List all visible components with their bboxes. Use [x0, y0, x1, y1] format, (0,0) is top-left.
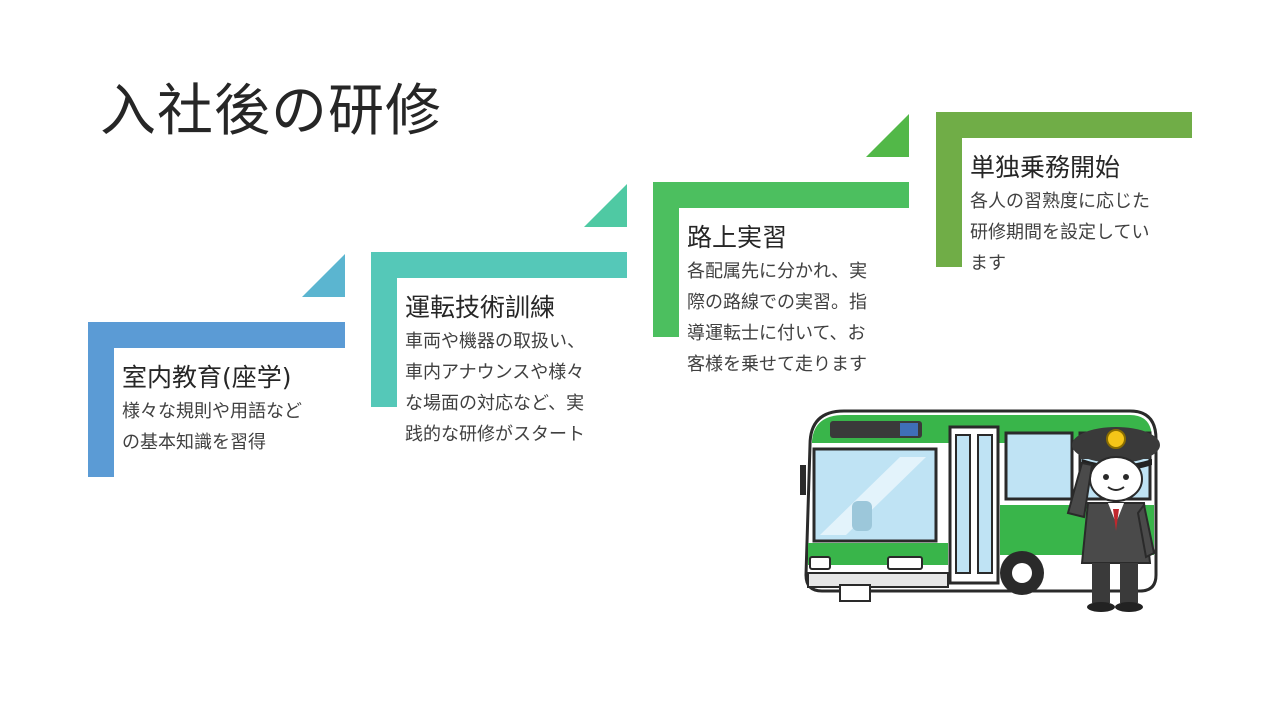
slide-title: 入社後の研修: [100, 79, 442, 144]
step-4-description: 各人の習熟度に応じた 研修期間を設定してい ます: [970, 186, 1150, 279]
step-2-desc-line: 践的な研修がスタート: [405, 424, 585, 445]
step-1-desc-line: の基本知識を習得: [122, 432, 266, 453]
step-1-top-bar: [88, 322, 345, 348]
step-3-left-bar: [653, 182, 679, 337]
step-1-desc-line: 様々な規則や用語など: [122, 401, 302, 422]
step-2-title: 運転技術訓練: [405, 293, 556, 322]
bus-illustration: [800, 405, 1170, 619]
step-2-desc-line: な場面の対応など、実: [405, 393, 585, 414]
step-1-accent-triangle: [302, 254, 345, 297]
bus-driver-icon: [1066, 427, 1160, 612]
step-1-left-bar: [88, 322, 114, 477]
step-4-title: 単独乗務開始: [970, 153, 1121, 182]
step-2-left-bar: [371, 252, 397, 407]
step-4-desc-line: ます: [970, 253, 1006, 274]
step-3-desc-line: 各配属先に分かれ、実: [687, 261, 868, 282]
step-3-desc-line: 導運転士に付いて、お: [687, 323, 866, 344]
step-3-accent-triangle: [866, 114, 909, 157]
step-2-desc-line: 車両や機器の取扱い、: [405, 331, 585, 352]
step-3-description: 各配属先に分かれ、実 際の路線での実習。指 導運転士に付いて、お 客様を乗せて走…: [687, 256, 867, 380]
step-4-top-bar: [936, 112, 1192, 138]
step-1-title: 室内教育(座学): [122, 363, 292, 392]
step-2-description: 車両や機器の取扱い、 車内アナウンスや様々 な場面の対応など、実 践的な研修がス…: [405, 326, 585, 450]
step-2-desc-line: 車内アナウンスや様々: [405, 362, 585, 383]
step-4-desc-line: 研修期間を設定してい: [970, 222, 1150, 243]
step-2-accent-triangle: [584, 184, 627, 227]
step-4-desc-line: 各人の習熟度に応じた: [970, 191, 1150, 212]
step-1-description: 様々な規則や用語など の基本知識を習得: [122, 396, 302, 458]
step-3-desc-line: 際の路線での実習。指: [687, 292, 867, 313]
step-2-top-bar: [371, 252, 627, 278]
step-3-title: 路上実習: [687, 223, 788, 252]
step-4-left-bar: [936, 112, 962, 267]
step-3-desc-line: 客様を乗せて走ります: [687, 354, 867, 375]
step-3-top-bar: [653, 182, 909, 208]
